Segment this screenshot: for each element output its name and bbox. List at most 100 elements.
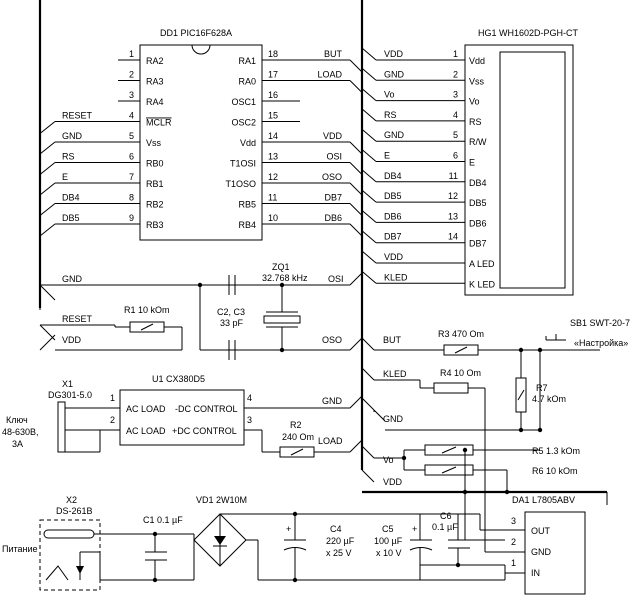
c6-v1: 0.1 µF — [432, 522, 458, 532]
mcu-right-net-tap — [349, 223, 363, 237]
mcu-right-pin-num: 12 — [268, 172, 278, 182]
mcu-left-pin-name: RB3 — [146, 220, 164, 230]
lcd-pin-tap — [361, 108, 377, 122]
relay-body — [119, 389, 245, 446]
x2-ref: X2 — [66, 495, 77, 505]
mcu-right-net-tap — [349, 59, 363, 73]
mcu-right-pin-name: OSC2 — [231, 118, 256, 128]
mcu-left-net-label: RS — [62, 152, 75, 162]
sb1-val: «Настройка» — [574, 338, 628, 348]
r7-ref: R7 — [536, 383, 548, 393]
mcu-left-pin-name: Vss — [146, 138, 162, 148]
mcu-left-pin-name: RA2 — [146, 56, 164, 66]
c4-plus: + — [286, 524, 291, 534]
relay-out1: -DC CONTROL — [175, 404, 238, 414]
lcd-pin-net: DB6 — [384, 211, 402, 221]
mcu-left-pin-name: RA4 — [146, 97, 164, 107]
mcu-left-pin-name: MCLR — [146, 118, 172, 128]
relay-out2: +DC CONTROL — [172, 426, 237, 436]
c2c3-val: 33 pF — [220, 318, 244, 328]
c5-plus: + — [412, 524, 417, 534]
mcu-left-net-tap — [39, 121, 56, 134]
mcu-right-pin-name: RA0 — [238, 77, 256, 87]
net-kled-label: KLED — [383, 369, 407, 379]
lcd-pin-net: DB4 — [384, 171, 402, 181]
mcu-left-pin-num: 1 — [129, 49, 134, 59]
c1-label: C1 0.1 µF — [143, 515, 183, 525]
c5-v1: 100 µF — [374, 536, 403, 546]
mcu-title: DD1 PIC16F628A — [160, 28, 232, 38]
mcu-right-net-tap — [349, 203, 363, 216]
lcd-pin-num: 11 — [449, 171, 458, 181]
lcd-pin-name: E — [469, 158, 475, 168]
mcu-left-pin-name: RB2 — [146, 200, 164, 210]
lcd-pin-tap — [361, 250, 377, 264]
lcd-pin-net: DB5 — [384, 191, 402, 201]
net-oso-label: OSO — [322, 335, 342, 345]
r4-label: R4 10 Om — [440, 368, 481, 378]
mcu-left-pin-name: RB0 — [146, 159, 164, 169]
mcu-left-pin-name: RA3 — [146, 77, 164, 87]
mcu-right-net-label: DB7 — [324, 193, 342, 203]
lcd-pin-tap — [361, 169, 377, 183]
reset-section: RESET VDD R1 10 kOm — [39, 305, 183, 351]
net-vdd-label: VDD — [62, 335, 82, 345]
r7-val: 4.7 kOm — [532, 394, 566, 404]
net-gnd3-label: GND — [322, 396, 343, 406]
lcd-pin-num: 1 — [453, 49, 458, 59]
mcu-left-net-tap — [39, 162, 56, 175]
lcd-pin-num: 4 — [453, 110, 458, 120]
mcu-left-pin-num: 6 — [129, 152, 134, 162]
lcd-pin-num: 14 — [448, 232, 458, 242]
mcu-pins: 1RA22RA33RA44MCLR5Vss6RB07RB18RB29RB318R… — [39, 49, 363, 237]
net-osi-label: OSI — [328, 274, 344, 284]
lcd-pin-tap — [361, 88, 377, 101]
lcd-pin-net: GND — [384, 69, 405, 79]
mcu-right-net-label: BUT — [324, 49, 343, 59]
lcd-pin-net: RS — [384, 110, 397, 120]
mcu-right-net-label: OSO — [322, 172, 342, 182]
r1-label: R1 10 kOm — [124, 305, 170, 315]
lcd-pin-net: KLED — [384, 272, 408, 282]
mcu-left-net-label: E — [62, 172, 68, 182]
reg-title: DA1 L7805ABV — [512, 495, 575, 505]
lcd-pin-tap — [361, 189, 377, 203]
x1-label2: 48-630В, — [2, 427, 39, 437]
relay-pin2: 2 — [110, 415, 115, 425]
r2-ref: R2 — [290, 420, 302, 430]
mcu-left-pin-num: 3 — [129, 90, 134, 100]
lcd-pin-name: RS — [469, 117, 482, 127]
x1-ref: X1 — [62, 379, 73, 389]
mcu-left-pin-num: 2 — [129, 70, 134, 80]
r3-label: R3 470 Om — [438, 329, 484, 339]
mcu-right-net-tap — [349, 162, 363, 175]
mcu-right-pin-name: RB5 — [238, 200, 256, 210]
lcd-pin-tap — [361, 210, 377, 223]
lcd-pin-tap — [361, 67, 377, 81]
mcu-right-pin-num: 15 — [268, 111, 278, 121]
mcu-right-net-tap — [349, 141, 363, 155]
mcu-right-pin-num: 16 — [268, 90, 278, 100]
mcu-right-pin-num: 10 — [268, 213, 278, 223]
lcd-pin-tap — [361, 270, 377, 284]
lcd-pin-tap — [361, 149, 377, 162]
mcu-left-pin-num: 8 — [129, 193, 134, 203]
mcu-right-pin-num: 14 — [268, 131, 278, 141]
mcu-right-net-label: OSI — [326, 152, 342, 162]
relay-in2: AC LOAD — [126, 426, 166, 436]
mcu-right-pin-name: T1OSI — [230, 159, 256, 169]
lcd-hg1: HG1 WH1602D-PGH-CT 1VddVDD2VssGND3VoVo4R… — [361, 28, 579, 296]
relay-pin1: 1 — [110, 393, 115, 403]
mcu-right-pin-name: RA1 — [238, 56, 256, 66]
relay-u1: U1 CX380D5 AC LOAD AC LOAD -DC CONTROL +… — [110, 374, 363, 458]
c6-ref: C6 — [440, 511, 452, 521]
vd1-label: VD1 2W10M — [196, 495, 247, 505]
lcd-pin-name: DB6 — [469, 218, 487, 228]
lcd-pin-name: DB4 — [469, 178, 487, 188]
x2-label: Питание — [2, 544, 38, 554]
mcu-left-pin-num: 9 — [129, 213, 134, 223]
lcd-pin-net: VDD — [384, 49, 404, 59]
mcu-right-pin-name: RB4 — [238, 220, 256, 230]
net-vo-label: Vo — [383, 455, 394, 465]
reg-p3: 3 — [511, 516, 516, 526]
